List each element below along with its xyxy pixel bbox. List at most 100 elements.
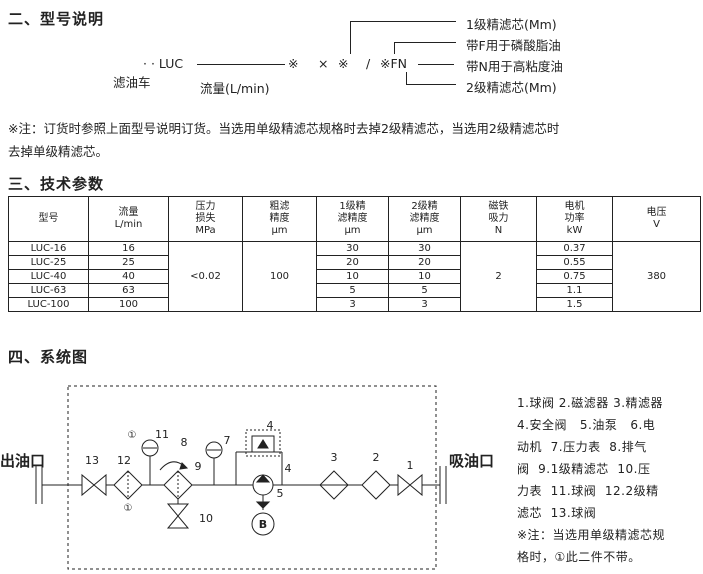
ball-valve-1 (397, 473, 423, 497)
label-second-filter: 2级精滤芯(Mm) (466, 80, 557, 95)
fine-filter-3 (319, 470, 349, 500)
safety-valve-4 (245, 429, 281, 457)
outlet-label: 出油口 (0, 452, 45, 470)
label-n-oil: 带N用于高粘度油 (466, 59, 563, 74)
pressure-gauge-7 (205, 441, 223, 485)
cell-f1: 30 (316, 241, 389, 256)
enclosure-box (67, 385, 437, 570)
leader-second-v (406, 72, 407, 84)
cell-power: 1.1 (536, 283, 613, 298)
magnetic-filter-2 (361, 470, 391, 500)
cell-model: LUC-16 (8, 241, 89, 256)
cell-power: 0.37 (536, 241, 613, 256)
label-2: 2 (373, 451, 380, 464)
model-code-x: × (318, 56, 329, 71)
diagram-legend: 1.球阀 2.磁滤器 3.精滤器 4.安全阀 5.油泵 6.电 动机 7.压力表… (517, 392, 697, 568)
leader-first-v (350, 21, 351, 54)
ball-valve-10 (166, 499, 190, 529)
table-row: LUC-16 16 <0.02 100 30 30 2 0.37 380 (8, 241, 701, 312)
legend-line-5: 力表 11.球阀 12.2级精 (517, 484, 659, 498)
label-5: 5 (277, 487, 284, 500)
cell-flow: 25 (88, 255, 169, 270)
section4-title: 四、系统图 (8, 348, 89, 366)
section2-title: 二、型号说明 (8, 10, 105, 28)
legend-line-2: 4.安全阀 5.油泵 6.电 (517, 418, 656, 432)
cell-model: LUC-25 (8, 255, 89, 270)
cell-flow: 100 (88, 297, 169, 312)
ball-valve-13 (81, 473, 107, 497)
label-1: 1 (407, 459, 414, 472)
table-row: LUC-40 40 10 10 0.75 (8, 269, 701, 284)
vent-arrowhead (179, 462, 189, 470)
cell-f1: 10 (316, 269, 389, 284)
cell-f2: 30 (388, 241, 461, 256)
order-note-line2: 去掉单级精滤芯。 (8, 144, 109, 159)
label-12: 12 (117, 454, 131, 467)
cell-f2: 5 (388, 283, 461, 298)
model-code-slash: / (366, 56, 371, 71)
cell-model: LUC-63 (8, 283, 89, 298)
cell-pressure: <0.02 (168, 241, 243, 312)
model-line-1 (197, 64, 285, 65)
cell-model: LUC-100 (8, 297, 89, 312)
leader-first-h (350, 21, 456, 22)
table-row: LUC-25 25 20 20 0.55 (8, 255, 701, 270)
label-filter-car: 滤油车 (113, 75, 151, 90)
cell-f1: 3 (316, 297, 389, 312)
cell-flow: 16 (88, 241, 169, 256)
cell-power: 1.5 (536, 297, 613, 312)
cell-voltage: 380 (612, 241, 701, 312)
cell-coarse: 100 (242, 241, 317, 312)
th-model: 型号 (8, 196, 89, 242)
model-line-fn (418, 64, 454, 65)
legend-note-1: ※注：当选用单级精滤芯规 (517, 528, 666, 542)
order-note-line1: ※注：订货时参照上面型号说明订货。当选用单级精滤芯规格时去掉2级精滤芯，当选用2… (8, 121, 560, 136)
cell-power: 0.55 (536, 255, 613, 270)
cell-f1: 5 (316, 283, 389, 298)
model-code-mark2: ※ (338, 56, 349, 71)
motor-6 (251, 512, 275, 536)
cell-magnet: 2 (460, 241, 537, 312)
label-10: 10 (199, 512, 213, 525)
cell-power: 0.75 (536, 269, 613, 284)
legend-line-1: 1.球阀 2.磁滤器 3.精滤器 (517, 396, 664, 410)
legend-line-4: 阀 9.1级精滤芯 10.压 (517, 462, 651, 476)
label-4b: 4 (285, 462, 292, 475)
cell-f1: 20 (316, 255, 389, 270)
inlet-label: 吸油口 (449, 452, 494, 470)
table-row: LUC-100 100 3 3 1.5 (8, 297, 701, 312)
label-flow: 流量(L/min) (200, 81, 270, 96)
leader-f-h (394, 42, 456, 43)
model-code-base: · · LUC (143, 56, 184, 71)
model-code-mark3: ※FN (380, 56, 408, 71)
label-circled-1-bottom: ① (124, 503, 133, 514)
system-diagram: 出油口 吸油口 1 2 3 4 4 5 7 8 9 10 11 12 13 ① … (0, 385, 494, 570)
legend-line-6: 滤芯 13.球阀 (517, 506, 597, 520)
label-f-oil: 带F用于磷酸脂油 (466, 38, 561, 53)
label-7: 7 (224, 434, 231, 447)
motor-letter: B (259, 518, 267, 531)
label-8: 8 (181, 436, 188, 449)
legend-note-2: 格时，①此二件不带。 (517, 550, 641, 564)
label-4a: 4 (267, 419, 274, 432)
oil-pump-5 (252, 474, 274, 510)
label-first-filter: 1级精滤芯(Mm) (466, 17, 557, 32)
label-13: 13 (85, 454, 99, 467)
model-code-mark1: ※ (288, 56, 299, 71)
cell-flow: 63 (88, 283, 169, 298)
cell-flow: 40 (88, 269, 169, 284)
label-11: 11 (155, 428, 169, 441)
cell-f2: 20 (388, 255, 461, 270)
table-row: LUC-63 63 5 5 1.1 (8, 283, 701, 298)
cell-f2: 10 (388, 269, 461, 284)
